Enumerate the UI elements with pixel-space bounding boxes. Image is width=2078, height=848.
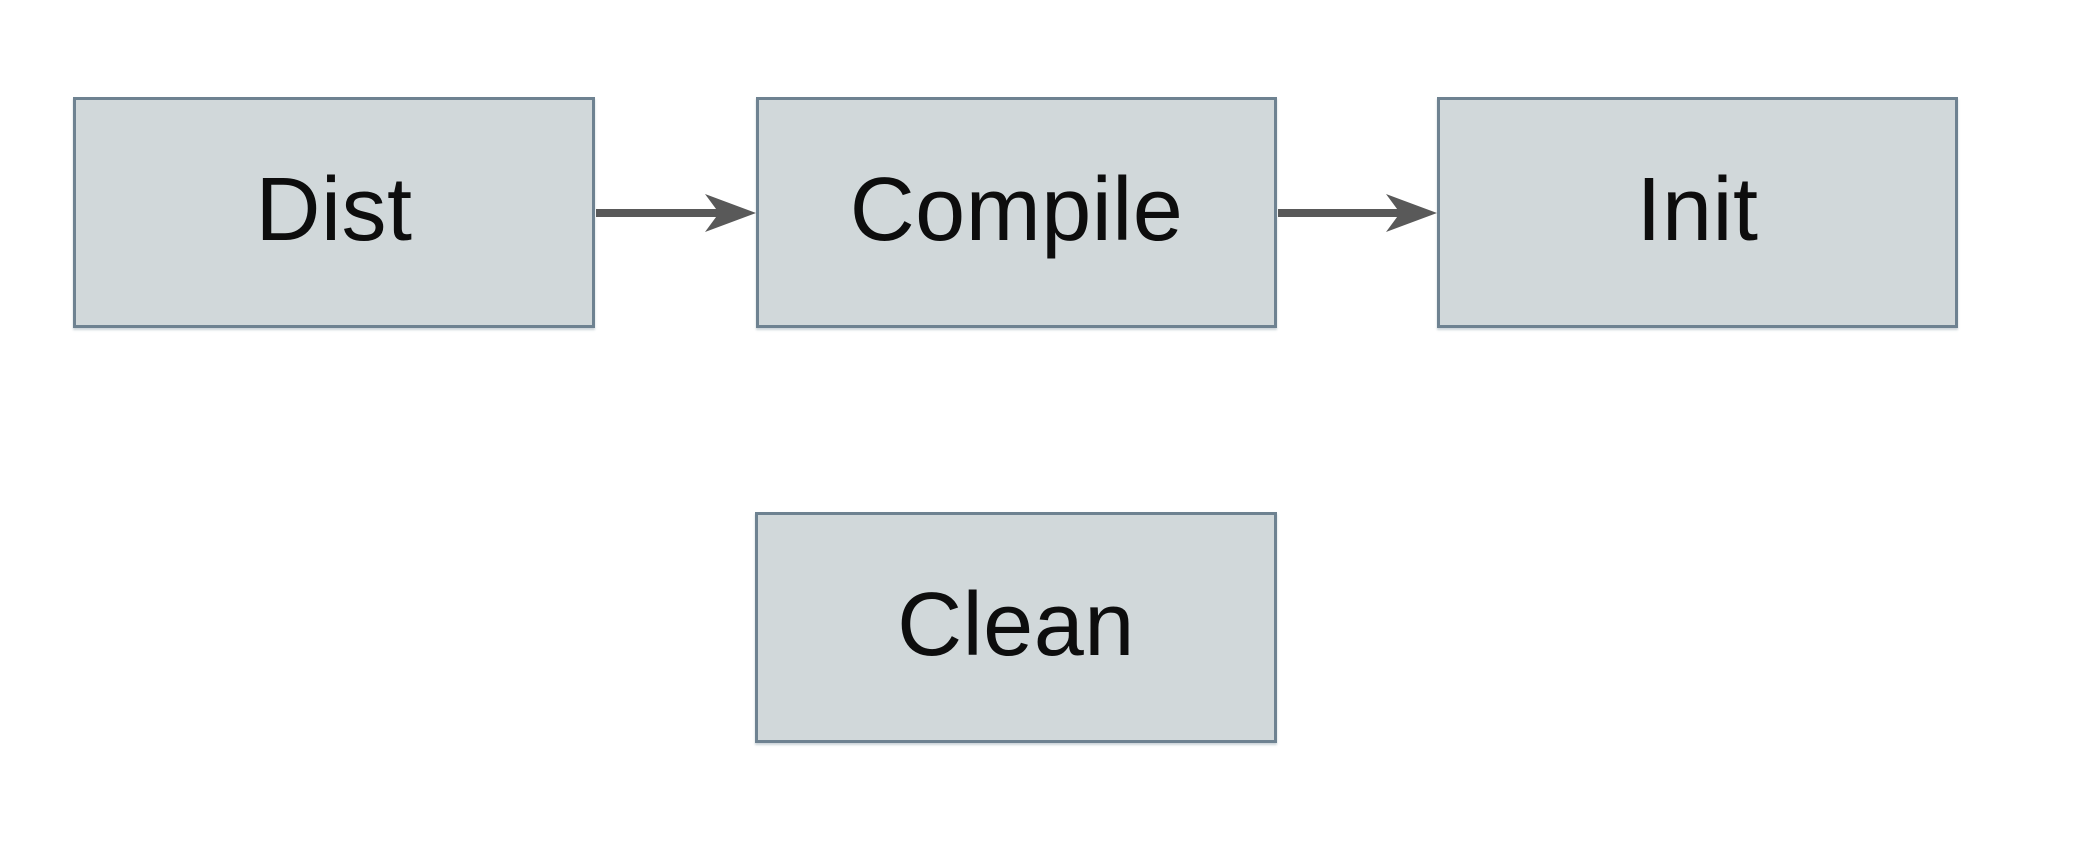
- arrowhead-icon: [1386, 194, 1437, 232]
- arrow-compile-to-init: [1278, 194, 1437, 232]
- node-init-label: Init: [1636, 159, 1759, 260]
- node-clean-label: Clean: [897, 574, 1135, 675]
- arrow-dist-to-compile: [596, 194, 756, 232]
- arrowhead-icon: [705, 194, 756, 232]
- node-dist-label: Dist: [255, 159, 413, 260]
- node-init: Init: [1437, 97, 1958, 328]
- node-compile-label: Compile: [849, 159, 1184, 260]
- node-dist: Dist: [73, 97, 595, 328]
- node-compile: Compile: [756, 97, 1277, 328]
- node-clean: Clean: [755, 512, 1277, 743]
